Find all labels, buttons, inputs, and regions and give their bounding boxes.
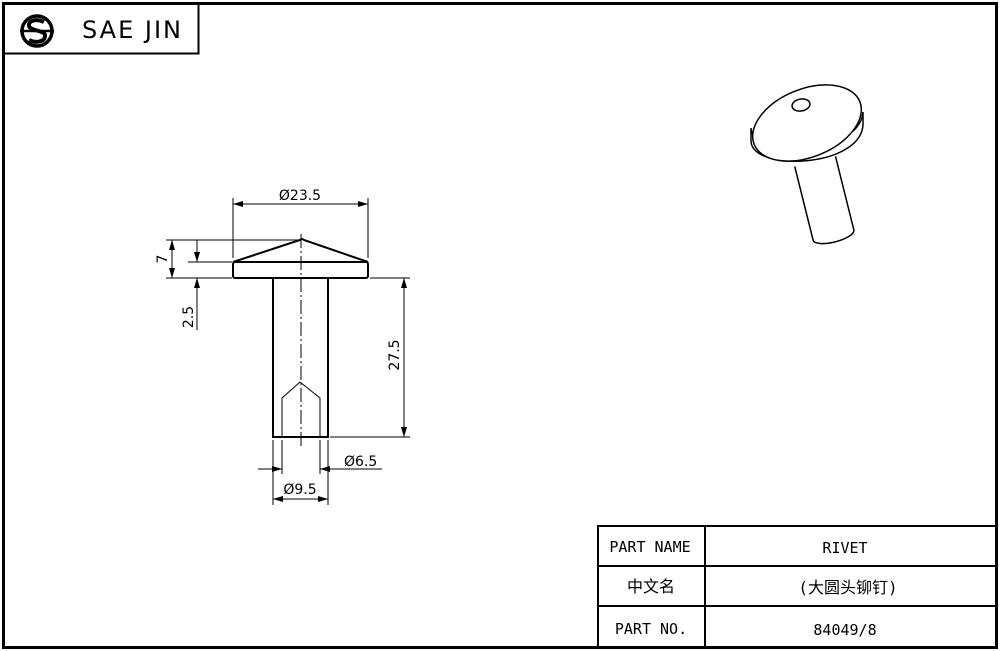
dim-shank-diameter: Ø9.5 <box>283 482 316 498</box>
dim-head-diameter: Ø23.5 <box>279 188 321 204</box>
title-block: PART NAME RIVET 中文名 (大圆头铆钉) PART NO. 840… <box>597 525 997 648</box>
rivet-hidden-hole <box>281 381 321 437</box>
title-block-value-part-name: RIVET <box>822 539 867 557</box>
brand-box: SAE JIN <box>3 3 200 55</box>
title-block-value-part-no: 84049/8 <box>813 621 876 639</box>
rivet-front-view <box>232 234 369 446</box>
title-block-label-part-no: PART NO. <box>615 620 687 638</box>
dimension-lines <box>166 198 410 505</box>
title-block-label-chinese-name: 中文名 <box>627 577 675 596</box>
title-block-value-chinese-name: (大圆头铆钉) <box>798 578 897 597</box>
rivet-isometric-view <box>750 84 864 245</box>
dim-head-flange: 2.5 <box>181 306 197 328</box>
sj-logo-icon <box>20 14 54 48</box>
rivet-head-dome <box>232 238 369 263</box>
title-block-label-part-name: PART NAME <box>609 538 690 556</box>
dim-head-height: 7 <box>155 255 171 264</box>
brand-name: SAE JIN <box>82 16 183 44</box>
dim-hole-diameter: Ø6.5 <box>344 454 377 470</box>
dim-shank-length: 27.5 <box>387 339 403 370</box>
